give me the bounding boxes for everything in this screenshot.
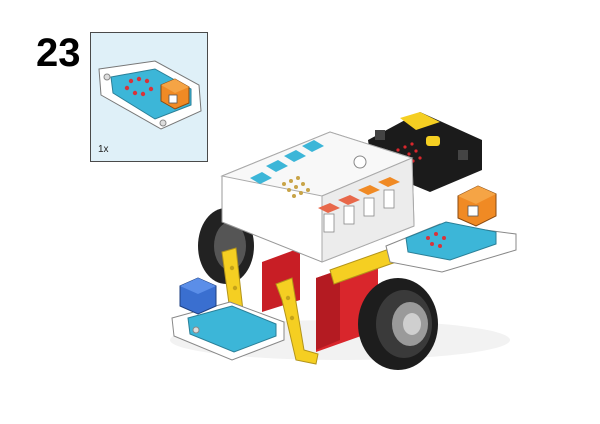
parts-callout: 1x [90,32,208,162]
controller-body [220,131,415,263]
sensor-module-part-icon [98,60,202,130]
step-number: 23 [36,31,81,75]
front-left-sensor-module [171,277,285,361]
ultrasonic-sensor-right [385,185,517,273]
front-right-wheel [358,278,438,370]
quantity-label: 1x [98,144,109,155]
yellow-beam-front [275,277,319,365]
